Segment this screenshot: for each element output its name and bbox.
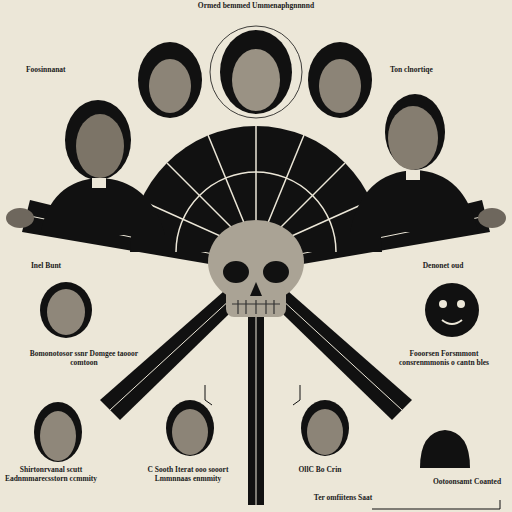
portrait-left	[40, 100, 165, 235]
skull	[208, 220, 304, 317]
leader-lines	[205, 385, 500, 509]
caption-label: Foosinnanat	[26, 66, 92, 75]
hand	[478, 208, 506, 228]
hand	[6, 208, 34, 228]
face-bottom-center-left	[166, 400, 214, 456]
caption-label: Inel Bunt	[18, 262, 74, 271]
face-mid-left	[40, 282, 92, 338]
caption-label: Bomonotosor ssnr Domgee taooor comtoon	[28, 350, 140, 367]
face-bottom-left	[34, 402, 82, 462]
dome-shape	[420, 430, 470, 468]
top-heads	[138, 26, 372, 118]
face-mid-right	[425, 283, 479, 337]
caption-label: Ormed bemmed Ummenaphgnnnnd	[196, 2, 316, 11]
caption-label: C Sooth Iterat ooo sooort Lmmnnaas enmmi…	[138, 466, 238, 483]
face-bottom-center-right	[301, 400, 349, 456]
portrait-right	[350, 94, 478, 232]
caption-label: Ootoonsamt Coanted	[428, 478, 506, 487]
caption-label: OllC Bo Crin	[292, 466, 348, 475]
caption-label: Ton clnortiqe	[390, 66, 460, 75]
caption-label: Shirtonrvanal scutt Eadnmmarecsstorn ccm…	[2, 466, 100, 483]
caption-label: Denonet oud	[408, 262, 478, 271]
caption-label: Fooorsen Forsmmont consrenmmonis o cantn…	[394, 350, 494, 367]
caption-label: Ter omfiitens Saat	[284, 494, 402, 503]
